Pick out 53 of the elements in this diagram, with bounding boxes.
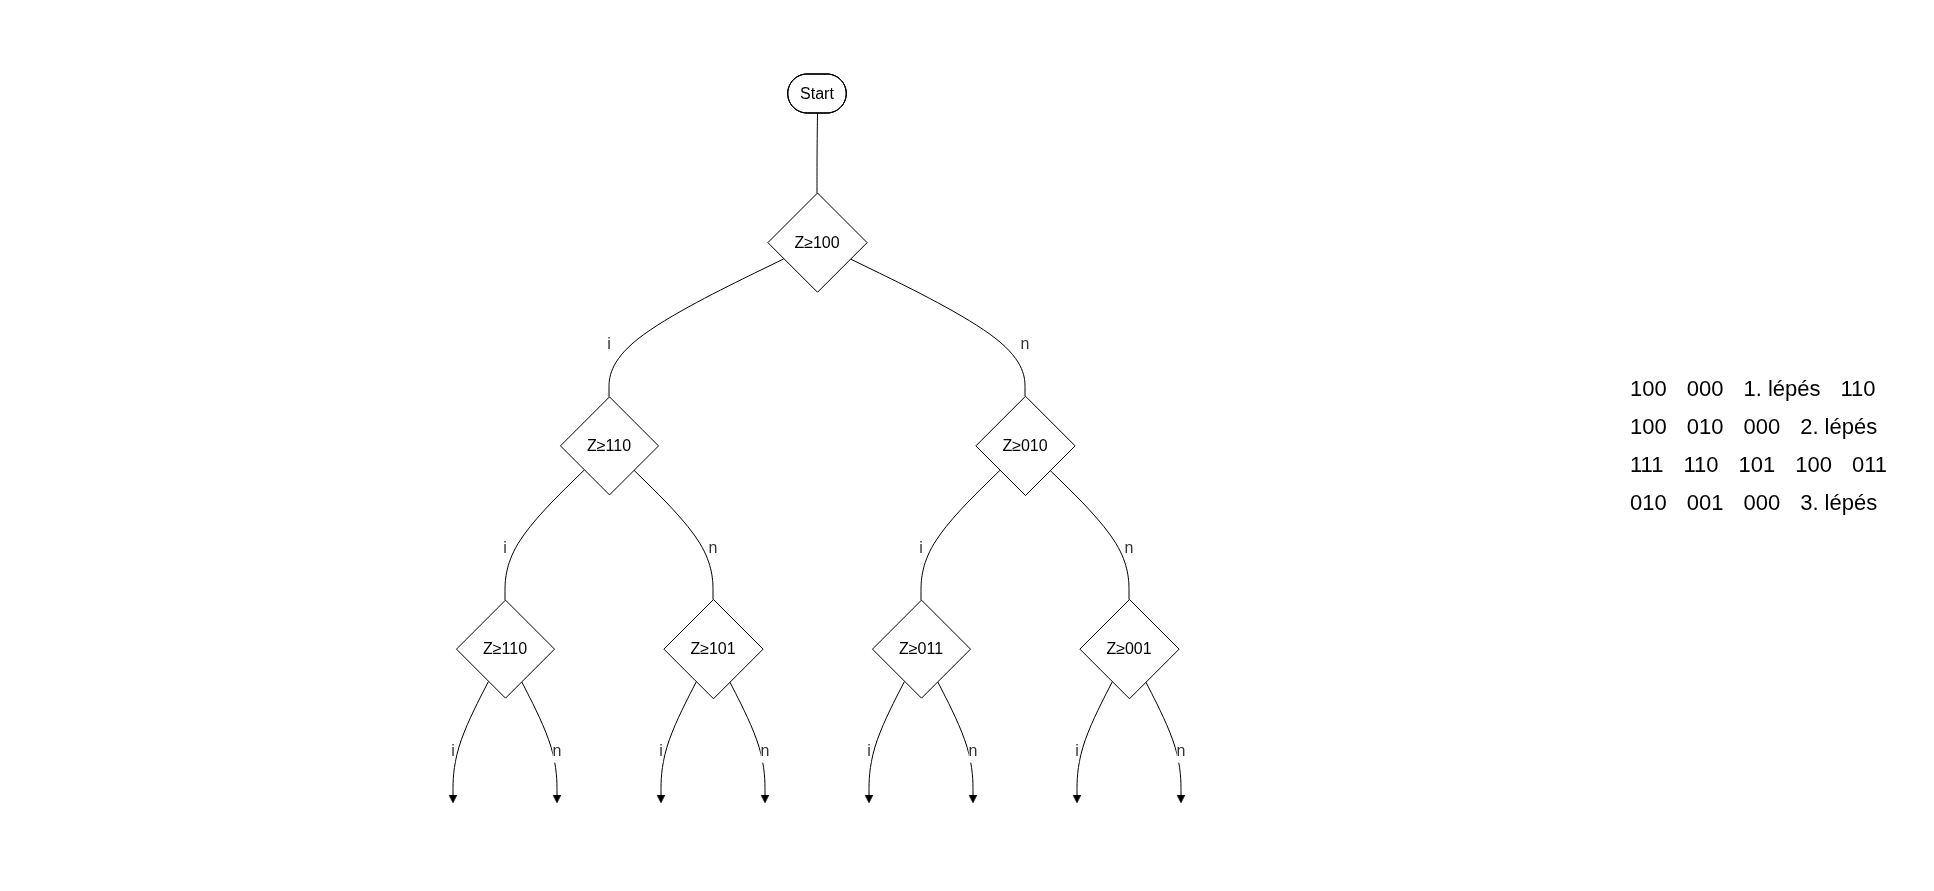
connector: [608, 258, 785, 398]
note-label: 101: [1737, 450, 1777, 479]
note-label: 010: [1629, 488, 1668, 517]
arrow: [1072, 681, 1113, 804]
connector: [816, 113, 818, 194]
note-label: 2. lépés: [1799, 412, 1879, 441]
edge-label: n: [760, 741, 770, 759]
edge-label: i: [503, 538, 507, 556]
note-label: 010: [1685, 412, 1725, 441]
note-label: 100: [1794, 450, 1833, 479]
edge-label: n: [1020, 335, 1030, 353]
node-diamond: Z≥011: [871, 599, 972, 699]
note-label: 000: [1742, 412, 1782, 441]
connector: [1049, 470, 1130, 601]
arrow: [656, 681, 697, 804]
edge-label: i: [607, 335, 611, 353]
arrow: [448, 681, 489, 804]
node-diamond: Z≥010: [975, 395, 1076, 497]
edge-label: i: [919, 538, 923, 556]
edge-label: i: [1075, 741, 1079, 759]
connector: [504, 469, 585, 601]
arrow: [864, 681, 905, 804]
arrow: [521, 681, 562, 804]
edge-label: i: [867, 741, 871, 759]
arrow: [1145, 681, 1186, 804]
note-label: 110: [1839, 374, 1877, 403]
node-diamond: Z≥001: [1079, 599, 1180, 700]
edge-label: n: [552, 741, 562, 759]
note-label: 111: [1629, 450, 1665, 479]
edge-label: n: [968, 741, 978, 759]
arrow: [729, 681, 770, 804]
connector: [920, 470, 1001, 601]
arrow: [937, 681, 978, 804]
node-diamond: Z≥101: [663, 599, 764, 700]
note-label: 000: [1685, 374, 1725, 403]
edge-label: n: [1176, 741, 1186, 759]
note-label: 110: [1682, 450, 1720, 479]
note-label: 100: [1629, 374, 1668, 403]
node-diamond: Z≥110: [455, 599, 556, 699]
edge-label: n: [708, 538, 718, 556]
note-label: 000: [1742, 488, 1782, 517]
note-label: 011: [1850, 450, 1889, 479]
note-label: 100: [1629, 412, 1668, 441]
connector: [633, 469, 714, 601]
edge-label: i: [451, 741, 455, 759]
edge-label: i: [659, 741, 663, 759]
note-label: 001: [1685, 488, 1725, 517]
note-label: 1. lépés: [1742, 374, 1822, 403]
connector: [849, 258, 1026, 397]
note-label: 3. lépés: [1799, 488, 1879, 517]
node-diamond: Z≥100: [767, 192, 868, 293]
node-diamond: Z≥110: [559, 396, 660, 496]
edge-label: n: [1124, 538, 1134, 556]
